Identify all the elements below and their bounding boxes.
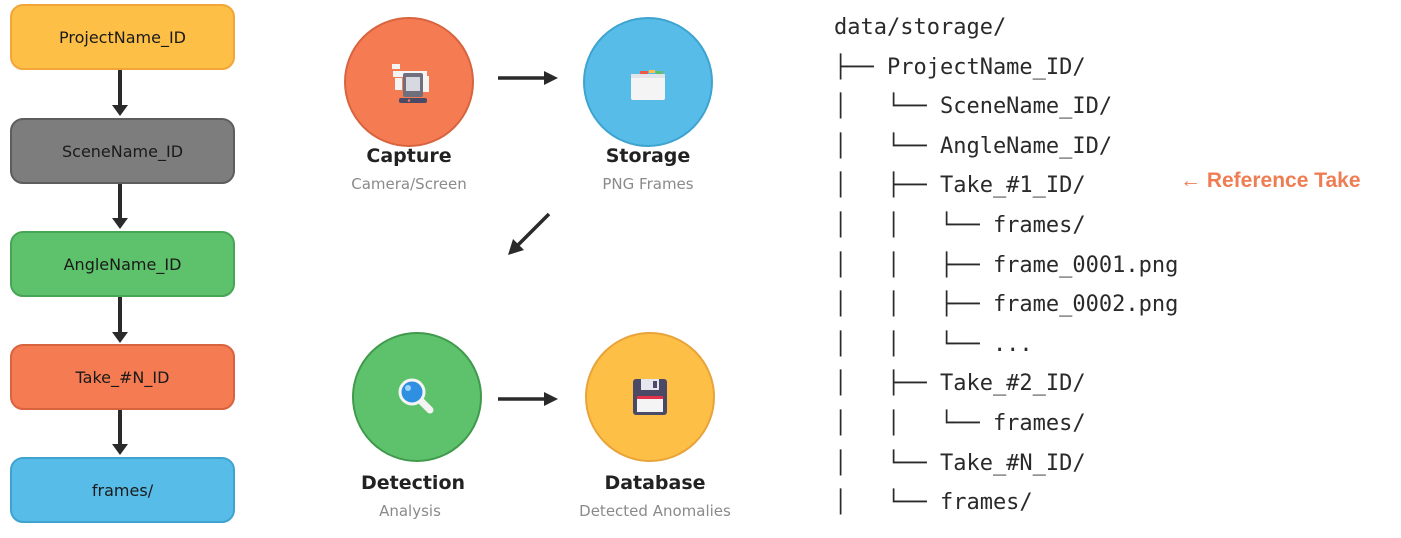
- down-arrow: [118, 184, 122, 219]
- directory-tree: data/storage/ ├── ProjectName_ID/ │ └── Sc…: [834, 8, 1178, 523]
- tree-line: │ │ ├── frame_0001.png: [834, 252, 1179, 278]
- tree-line: │ │ ├── frame_0002.png: [834, 292, 1179, 318]
- down-arrow-head: [112, 332, 128, 343]
- tree-line: │ │ └── ...: [834, 331, 1033, 357]
- hierarchy-box-scene: SceneName_ID: [10, 118, 235, 184]
- detection-node: [352, 332, 482, 462]
- floppy-disk-icon: [633, 379, 667, 415]
- diagonal-arrow: [508, 212, 551, 255]
- tree-line: │ ├── Take_#2_ID/: [834, 371, 1086, 397]
- folder-icon: [631, 70, 665, 100]
- down-arrow: [118, 410, 122, 445]
- database-node: [585, 332, 715, 462]
- reference-take-annotation: ← Reference Take: [1180, 169, 1361, 192]
- tree-line: │ └── SceneName_ID/: [834, 94, 1113, 120]
- hierarchy-box-angle: AngleName_ID: [10, 231, 235, 297]
- tree-line: │ │ └── frames/: [834, 212, 1086, 238]
- tree-line: ├── ProjectName_ID/: [834, 54, 1086, 80]
- hierarchy-box-project: ProjectName_ID: [10, 4, 235, 70]
- right-arrow: [498, 392, 558, 406]
- down-arrow: [118, 297, 122, 333]
- right-arrow: [498, 71, 558, 85]
- hierarchy-box-label: SceneName_ID: [61, 141, 184, 161]
- capture-title: Capture: [366, 145, 452, 167]
- database-title: Database: [604, 472, 706, 494]
- hierarchy-box-label: Take_#N_ID: [75, 367, 170, 387]
- hierarchy-box-label: ProjectName_ID: [59, 27, 186, 47]
- detection-title: Detection: [360, 472, 466, 494]
- hierarchy-box-label: frames/: [91, 480, 154, 500]
- down-arrow-head: [112, 218, 128, 229]
- storage-subtitle: PNG Frames: [602, 175, 694, 193]
- capture-node: [344, 17, 474, 147]
- video-camera-icon: [392, 64, 429, 103]
- down-arrow-head: [112, 105, 128, 116]
- down-arrow-head: [112, 444, 128, 455]
- capture-subtitle: Camera/Screen: [351, 175, 467, 193]
- tree-line: │ └── frames/: [834, 490, 1033, 516]
- hierarchy-box-take: Take_#N_ID: [10, 344, 235, 410]
- database-subtitle: Detected Anomalies: [579, 502, 731, 520]
- hierarchy-box-label: AngleName_ID: [63, 254, 182, 274]
- magnifier-icon: [398, 378, 434, 414]
- down-arrow: [118, 70, 122, 106]
- tree-line: │ │ └── frames/: [834, 410, 1086, 436]
- storage-title: Storage: [605, 145, 691, 167]
- detection-subtitle: Analysis: [379, 502, 441, 520]
- tree-line: │ └── AngleName_ID/: [834, 133, 1113, 159]
- storage-node: [583, 17, 713, 147]
- hierarchy-box-frames: frames/: [10, 457, 235, 523]
- tree-line: data/storage/: [834, 15, 1007, 40]
- tree-line: │ └── Take_#N_ID/: [834, 450, 1086, 476]
- tree-line: │ ├── Take_#1_ID/: [834, 173, 1086, 199]
